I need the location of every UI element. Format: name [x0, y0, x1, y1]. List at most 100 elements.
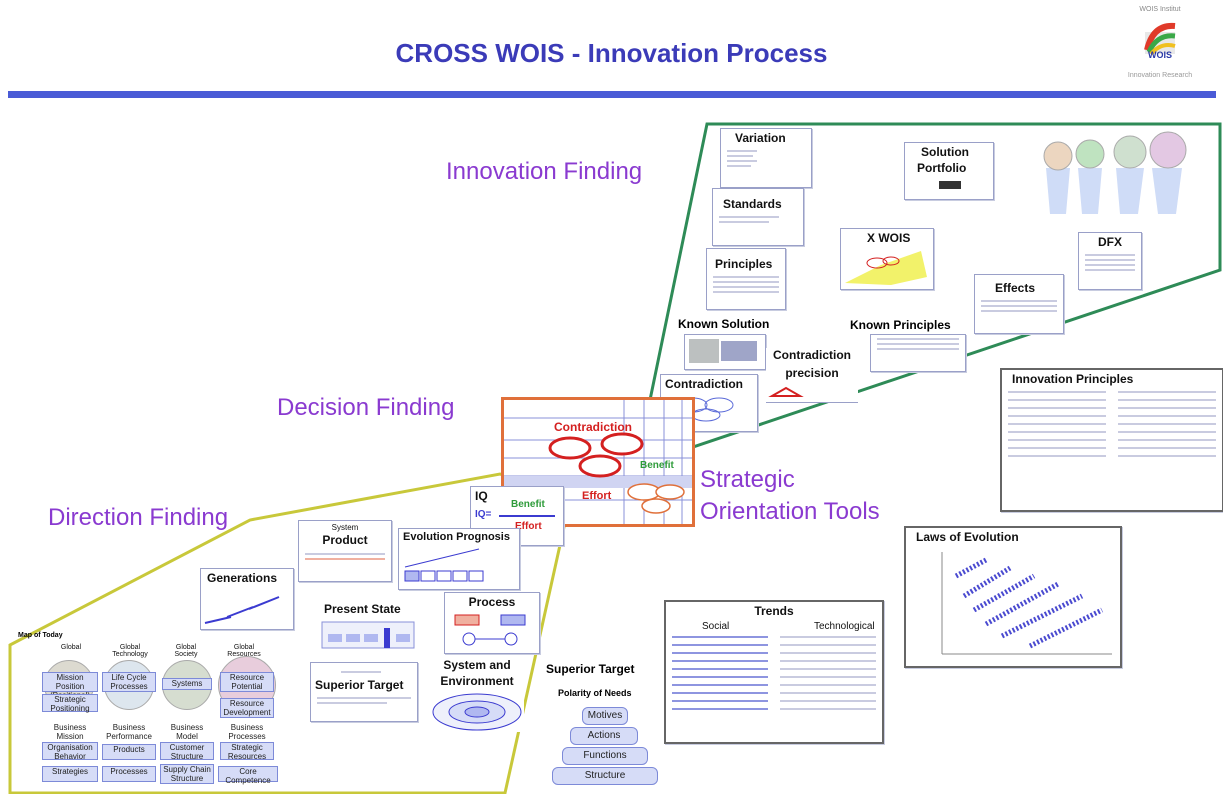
- trends-social-label: Social: [702, 621, 730, 632]
- product-card[interactable]: System Product: [298, 520, 392, 582]
- col2-circle-label: Life Cycle Processes: [102, 672, 156, 692]
- decision-matrix-grid: [504, 400, 692, 524]
- dfx-circles-icon: [1043, 131, 1187, 214]
- col1-box-1[interactable]: Strategic Positioning: [42, 694, 98, 713]
- direction-finding-label: Direction Finding: [48, 504, 229, 531]
- col4-box-4[interactable]: Core Competence: [218, 766, 278, 785]
- actions-box[interactable]: Actions: [570, 727, 638, 745]
- laws-of-evolution-title: Laws of Evolution: [916, 530, 1019, 544]
- wois-logo: WOIS Institut WOIS Innovation Research: [1105, 6, 1215, 84]
- col2-box-3[interactable]: Processes: [102, 766, 156, 782]
- decision-finding-label: Decision Finding: [277, 394, 455, 421]
- col4-head: Global Resources: [227, 644, 261, 658]
- effects-title: Effects: [995, 281, 1036, 295]
- dfx-card[interactable]: DFX: [1078, 232, 1142, 290]
- col3-head: Global Society: [174, 644, 198, 658]
- known-solution-image-icon: [689, 339, 757, 363]
- col1-box-2[interactable]: Business Mission: [44, 722, 96, 741]
- laws-of-evolution-card[interactable]: Laws of Evolution: [904, 526, 1122, 668]
- iq-formula-label: IQ=: [475, 509, 492, 520]
- laws-of-evolution-chart-icon: [941, 552, 1112, 655]
- functions-box[interactable]: Functions: [562, 747, 648, 765]
- trends-card[interactable]: Trends Social Technological: [664, 600, 884, 744]
- motives-box[interactable]: Motives: [582, 707, 628, 725]
- col2-box-1[interactable]: Business Performance: [102, 722, 156, 741]
- logo-bottom-text: Innovation Research: [1127, 72, 1193, 79]
- variation-title: Variation: [735, 131, 786, 145]
- col4-box-3[interactable]: Strategic Resources: [220, 742, 274, 761]
- system-environment-card[interactable]: System and Environment: [430, 656, 524, 732]
- trends-content: [666, 633, 882, 713]
- col1-box-3[interactable]: Organisation Behavior: [42, 742, 98, 761]
- trends-technological-label: Technological: [814, 621, 875, 632]
- col3-box-1[interactable]: Business Model: [160, 722, 214, 741]
- decision-contradiction-label: Contradiction: [554, 420, 632, 434]
- solution-portfolio-line2: Portfolio: [917, 161, 967, 175]
- present-state-chart-icon: [321, 621, 415, 649]
- standards-card[interactable]: Standards: [712, 188, 804, 246]
- contradiction-title: Contradiction: [665, 377, 743, 391]
- solution-portfolio-card[interactable]: Solution Portfolio: [904, 142, 994, 200]
- col4-box-2[interactable]: Business Processes: [220, 722, 274, 741]
- strategic-label-line2: Orientation Tools: [700, 498, 880, 525]
- contradiction-precision-line1: Contradiction: [773, 348, 851, 362]
- generations-chart-icon: [204, 596, 280, 624]
- process-card[interactable]: Process: [444, 592, 540, 654]
- superior-target-small-title: Superior Target: [315, 678, 404, 692]
- evolution-prognosis-chart-icon: [404, 548, 484, 582]
- dfx-title: DFX: [1098, 235, 1122, 249]
- col1-circle-label: Mission Position (Positional): [42, 672, 98, 700]
- contradiction-precision-card[interactable]: Contradiction precision: [766, 348, 858, 403]
- present-state-card[interactable]: Present State: [320, 600, 416, 652]
- known-principles-card[interactable]: [870, 334, 966, 372]
- col1-box-4[interactable]: Strategies: [42, 766, 98, 782]
- title-divider: [8, 91, 1216, 98]
- col3-box-2[interactable]: Customer Structure: [160, 742, 214, 761]
- process-diagram-icon: [454, 614, 526, 646]
- evolution-prognosis-card[interactable]: Evolution Prognosis: [398, 528, 520, 590]
- principles-card[interactable]: Principles: [706, 248, 786, 310]
- innovation-finding-label: Innovation Finding: [446, 158, 643, 185]
- system-environment-line1: System and: [443, 658, 511, 672]
- innovation-principles-card[interactable]: Innovation Principles: [1000, 368, 1223, 512]
- generations-title: Generations: [207, 571, 278, 585]
- present-state-title: Present State: [324, 602, 401, 616]
- superior-target-label: Superior Target: [546, 662, 635, 676]
- col2-box-2[interactable]: Products: [102, 744, 156, 760]
- logo-top-text: WOIS Institut: [1139, 6, 1181, 13]
- x-wois-card[interactable]: X WOIS: [840, 228, 934, 290]
- col3-circle-label: Systems: [162, 678, 212, 690]
- effects-content: [975, 300, 1063, 312]
- col3-box-3[interactable]: Supply Chain Structure: [160, 764, 214, 784]
- polarity-of-needs-label: Polarity of Needs: [558, 688, 632, 698]
- innovation-principles-title: Innovation Principles: [1012, 372, 1134, 386]
- col4-box-1[interactable]: Resource Development: [220, 698, 274, 718]
- known-principles-content: [871, 338, 965, 350]
- iq-benefit-label: Benefit: [511, 499, 545, 510]
- dfx-content: [1079, 254, 1141, 271]
- decision-effort-label: Effort: [582, 490, 612, 502]
- page-title: CROSS WOIS - Innovation Process: [395, 38, 828, 68]
- iq-fraction-line: [499, 515, 555, 517]
- known-solution-card[interactable]: [684, 334, 766, 370]
- principles-content: [707, 276, 785, 293]
- x-wois-title: X WOIS: [867, 231, 911, 245]
- iq-title: IQ: [475, 489, 488, 503]
- generations-card[interactable]: Generations: [200, 568, 294, 630]
- structure-box[interactable]: Structure: [552, 767, 658, 785]
- col1-head: Global: [60, 644, 82, 651]
- col2-head: Global Technology: [112, 644, 148, 658]
- trends-title: Trends: [754, 604, 794, 618]
- logo-mark-icon: WOIS: [1144, 22, 1176, 60]
- effects-card[interactable]: Effects: [974, 274, 1064, 334]
- known-principles-label: Known Principles: [850, 318, 951, 332]
- strategic-label-line1: Strategic: [700, 466, 795, 493]
- variation-card[interactable]: Variation: [720, 128, 812, 188]
- superior-target-small-card[interactable]: Superior Target: [310, 662, 418, 722]
- evolution-prognosis-title: Evolution Prognosis: [403, 531, 510, 543]
- known-solution-label: Known Solution: [678, 317, 770, 331]
- system-environment-diagram-icon: [432, 693, 522, 731]
- direction-map-heading: Map of Today: [18, 632, 63, 639]
- superior-target-small-content: [311, 697, 417, 704]
- col4-circle-label: Resource Potential: [220, 672, 274, 692]
